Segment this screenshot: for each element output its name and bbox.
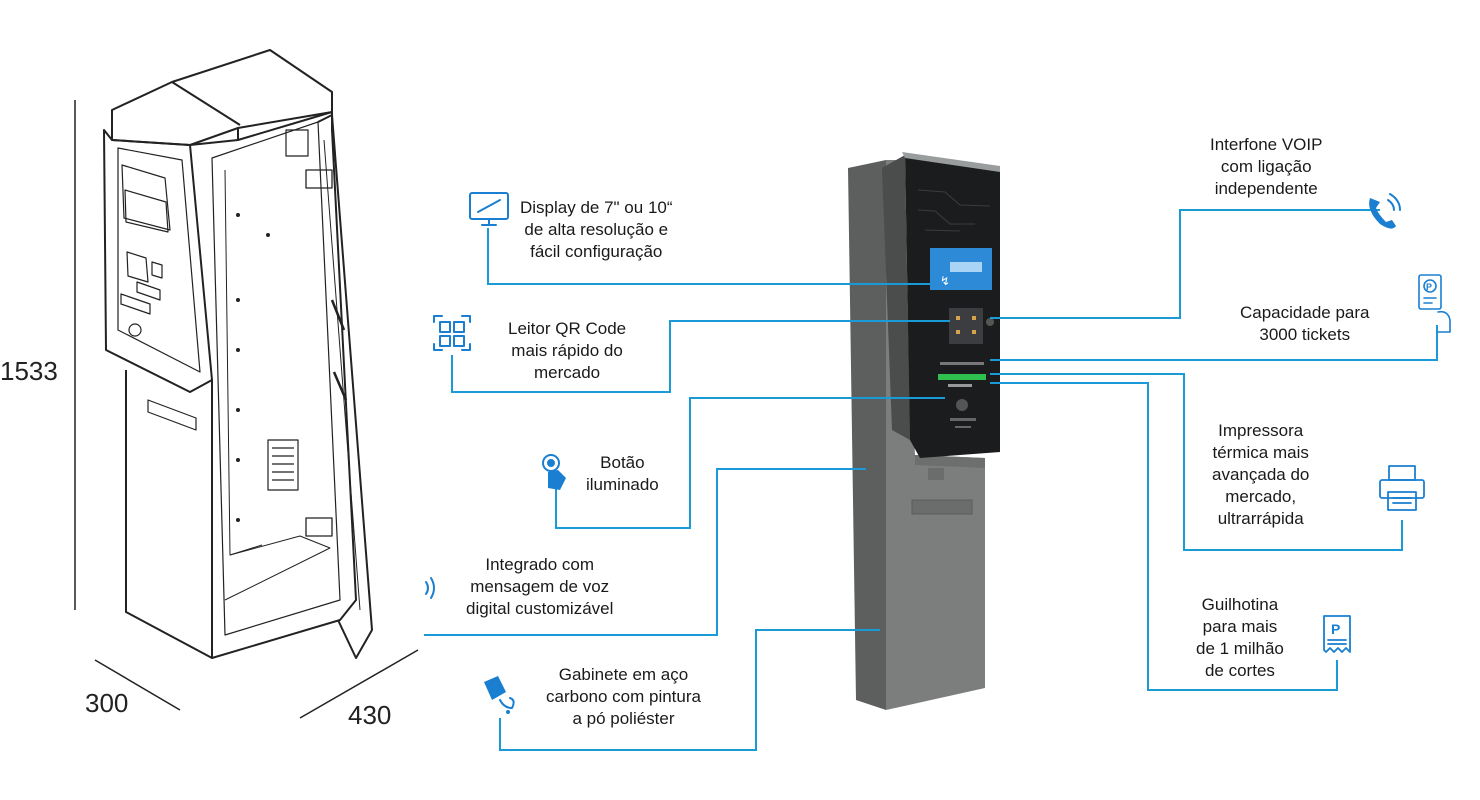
svg-text:↯: ↯	[940, 274, 950, 288]
kiosk-illuminated-button	[956, 399, 968, 411]
callout-line-voice	[424, 468, 866, 636]
parking-ticket-hand-icon: P	[1418, 274, 1451, 333]
kiosk-pedestal-front	[886, 160, 985, 710]
kiosk-qr-reader	[949, 308, 983, 344]
callout-line-button	[555, 397, 945, 529]
callout-line-cabinet	[499, 629, 880, 751]
callout-line-qr	[451, 320, 950, 393]
drawing-top-housing	[111, 49, 333, 146]
parking-receipt-icon: P	[1323, 615, 1351, 653]
drawing-pedestal	[125, 370, 213, 659]
touch-button-icon	[542, 454, 566, 490]
width-dimension-label: 300	[85, 688, 129, 718]
sound-wave-icon	[425, 577, 435, 599]
kiosk-control-panel	[905, 155, 1000, 458]
width-dimension-line	[94, 659, 181, 711]
kiosk-printer-slot	[938, 374, 986, 380]
phone-icon	[1369, 193, 1401, 229]
parking-kiosk-photo: ↯	[848, 152, 1000, 710]
callout-line-printer	[990, 373, 1403, 551]
paint-bucket-icon	[484, 676, 515, 714]
drawing-open-door	[317, 114, 373, 659]
depth-dimension-label: 430	[348, 700, 392, 730]
qr-code-icon	[433, 315, 471, 351]
svg-text:P: P	[1426, 282, 1432, 292]
cabinet-line-drawing	[74, 49, 419, 719]
printer-icon	[1379, 465, 1425, 511]
svg-text:P: P	[1331, 621, 1340, 637]
callout-line-guillotine	[990, 382, 1338, 691]
drawing-front-panel	[103, 129, 213, 393]
height-dimension-label: 1533	[0, 356, 58, 386]
callout-lines	[424, 209, 1438, 751]
callout-line-display	[487, 228, 930, 285]
callout-line-voip	[990, 209, 1380, 319]
callout-line-tickets	[990, 325, 1438, 361]
kiosk-pedestal-side	[848, 160, 886, 710]
depth-dimension-line	[299, 649, 419, 719]
monitor-icon	[469, 192, 509, 226]
